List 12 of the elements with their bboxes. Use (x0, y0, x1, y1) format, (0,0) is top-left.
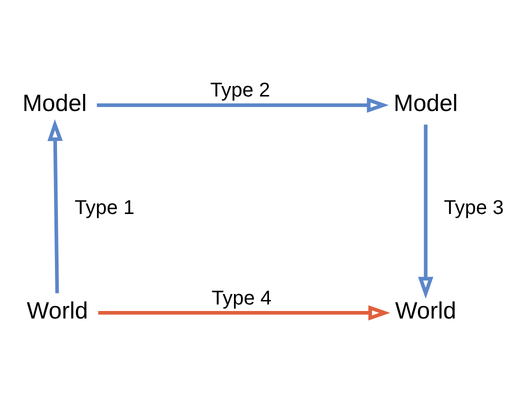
edge-label: Type 1 (74, 196, 134, 219)
arrow (96, 97, 389, 112)
node-text: Model (22, 89, 87, 116)
node-text: World (26, 297, 88, 324)
node-text: Model (394, 89, 458, 116)
edge-label: Type 3 (444, 196, 504, 219)
arrow (98, 304, 390, 320)
arrow (47, 118, 63, 293)
edge-label: Type 4 (212, 286, 272, 309)
arrow (418, 124, 434, 298)
node-text: World (395, 297, 456, 324)
edge-label: Type 2 (210, 79, 270, 102)
